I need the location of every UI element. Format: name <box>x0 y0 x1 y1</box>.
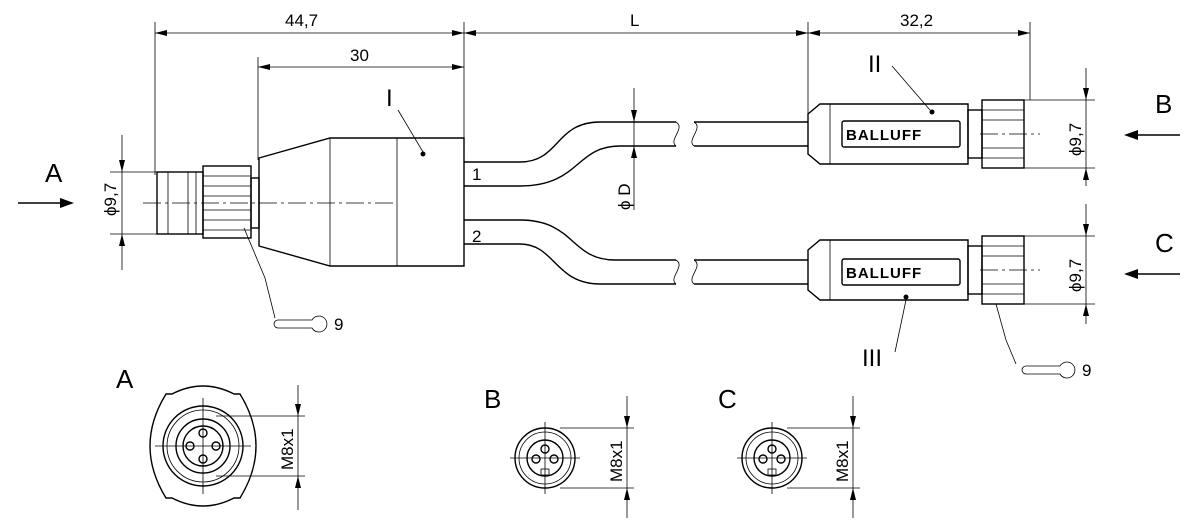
view-a-thread-label: M8x1 <box>278 428 297 470</box>
view-arrow-b: B <box>1124 89 1180 140</box>
left-m8-connector <box>156 165 260 239</box>
cable-branch-one: 1 <box>464 121 808 187</box>
dim-44-7-label: 44,7 <box>285 11 318 30</box>
dimension-right-overall: 32,2 <box>808 11 1031 100</box>
view-a-drawing: A M8x1 <box>116 364 305 510</box>
view-a-title: A <box>116 364 134 394</box>
brand-bottom-label: BALLUFF <box>846 265 922 282</box>
branch-two-label: 2 <box>472 227 481 246</box>
wrench-left: 9 <box>243 227 343 334</box>
wrench-right: 9 <box>995 303 1091 380</box>
dimension-cable-diameter: ϕ D <box>615 88 637 210</box>
connector-part-three: BALLUFF <box>807 235 1040 305</box>
dim-30-label: 30 <box>350 46 369 65</box>
diameter-left-label: ϕ9,7 <box>101 183 120 216</box>
dim-32-2-label: 32,2 <box>900 11 933 30</box>
diameter-right-top-label: ϕ9,7 <box>1066 123 1085 156</box>
part-one-label-group: I <box>386 85 426 157</box>
dimension-housing: 30 <box>257 46 464 160</box>
dimension-cable-length: L <box>464 11 809 115</box>
view-arrow-c: C <box>1124 228 1180 279</box>
brand-top-label: BALLUFF <box>846 127 922 144</box>
housing-part-one <box>258 137 465 267</box>
dim-l-label: L <box>630 11 639 30</box>
diameter-right-bottom-label: ϕ9,7 <box>1066 259 1085 292</box>
view-b-drawing: B M8x1 <box>484 384 634 518</box>
wrench-right-label: 9 <box>1082 361 1091 380</box>
view-c-drawing: C M8x1 <box>718 384 860 518</box>
view-arrow-b-label: B <box>1155 89 1172 119</box>
view-arrow-a-label: A <box>45 158 63 188</box>
part-three-label-group: III <box>862 294 909 372</box>
wrench-left-label: 9 <box>334 315 343 334</box>
dimension-diameter-left: ϕ9,7 <box>101 135 157 270</box>
view-c-title: C <box>718 384 737 414</box>
part-one-label: I <box>386 85 393 112</box>
connector-part-two: BALLUFF <box>807 99 1040 169</box>
cable-diameter-label: ϕ D <box>615 183 634 210</box>
part-two-label-group: II <box>868 51 935 115</box>
view-arrow-c-label: C <box>1155 228 1174 258</box>
dimension-diameter-right-top: ϕ9,7 <box>1024 68 1095 186</box>
dimension-left-overall: 44,7 <box>154 11 465 175</box>
view-b-title: B <box>484 384 501 414</box>
view-c-thread-label: M8x1 <box>833 440 852 482</box>
cable-branch-two: 2 <box>464 219 808 285</box>
part-three-label: III <box>862 345 882 372</box>
branch-one-label: 1 <box>472 165 481 184</box>
view-b-thread-label: M8x1 <box>607 440 626 482</box>
part-two-label: II <box>868 51 881 78</box>
view-arrow-a: A <box>18 158 74 208</box>
dimension-diameter-right-bottom: ϕ9,7 <box>1024 204 1095 324</box>
